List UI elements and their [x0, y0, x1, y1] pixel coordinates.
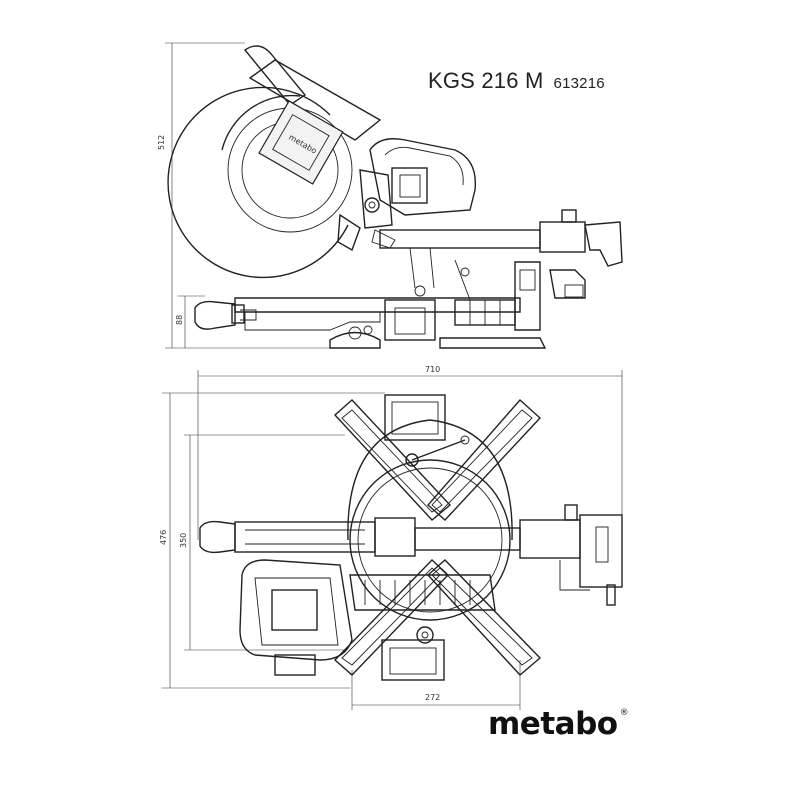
- dim-label-512: 512: [157, 135, 166, 150]
- blade-guard-side: metabo: [167, 45, 382, 279]
- motor-handle-side: [359, 138, 477, 249]
- dimension-line-width-total: 710: [197, 365, 623, 540]
- x-feet-top: [333, 399, 542, 676]
- dimension-line-height-base: 88: [175, 295, 205, 348]
- dimension-line-depth-table: 350: [179, 434, 345, 651]
- model-code: 613216: [553, 75, 605, 92]
- model-name: KGS 216 M: [428, 68, 544, 93]
- slide-arm-top: [199, 504, 623, 606]
- dim-label-350: 350: [179, 533, 188, 548]
- side-view: 512 88: [157, 42, 623, 349]
- dim-label-710: 710: [425, 365, 440, 374]
- dimension-line-height-total: 512: [157, 42, 330, 349]
- turntable-top: [347, 394, 513, 681]
- motor-top: [239, 559, 496, 676]
- dimension-line-width-table: 272: [351, 660, 521, 710]
- slide-rail-side: [379, 209, 623, 331]
- dim-label-88: 88: [175, 315, 184, 325]
- saw-base-side: [194, 297, 547, 349]
- top-view: 710 476 350 272: [159, 365, 623, 710]
- dim-label-476: 476: [159, 530, 168, 545]
- brand-logo: metabo®: [488, 706, 629, 742]
- registered-mark: ®: [619, 708, 629, 718]
- product-title: KGS 216 M 613216: [428, 68, 605, 94]
- dimension-line-depth-total: 476: [159, 392, 385, 689]
- logo-text: metabo: [488, 706, 618, 742]
- dim-label-272: 272: [425, 693, 440, 702]
